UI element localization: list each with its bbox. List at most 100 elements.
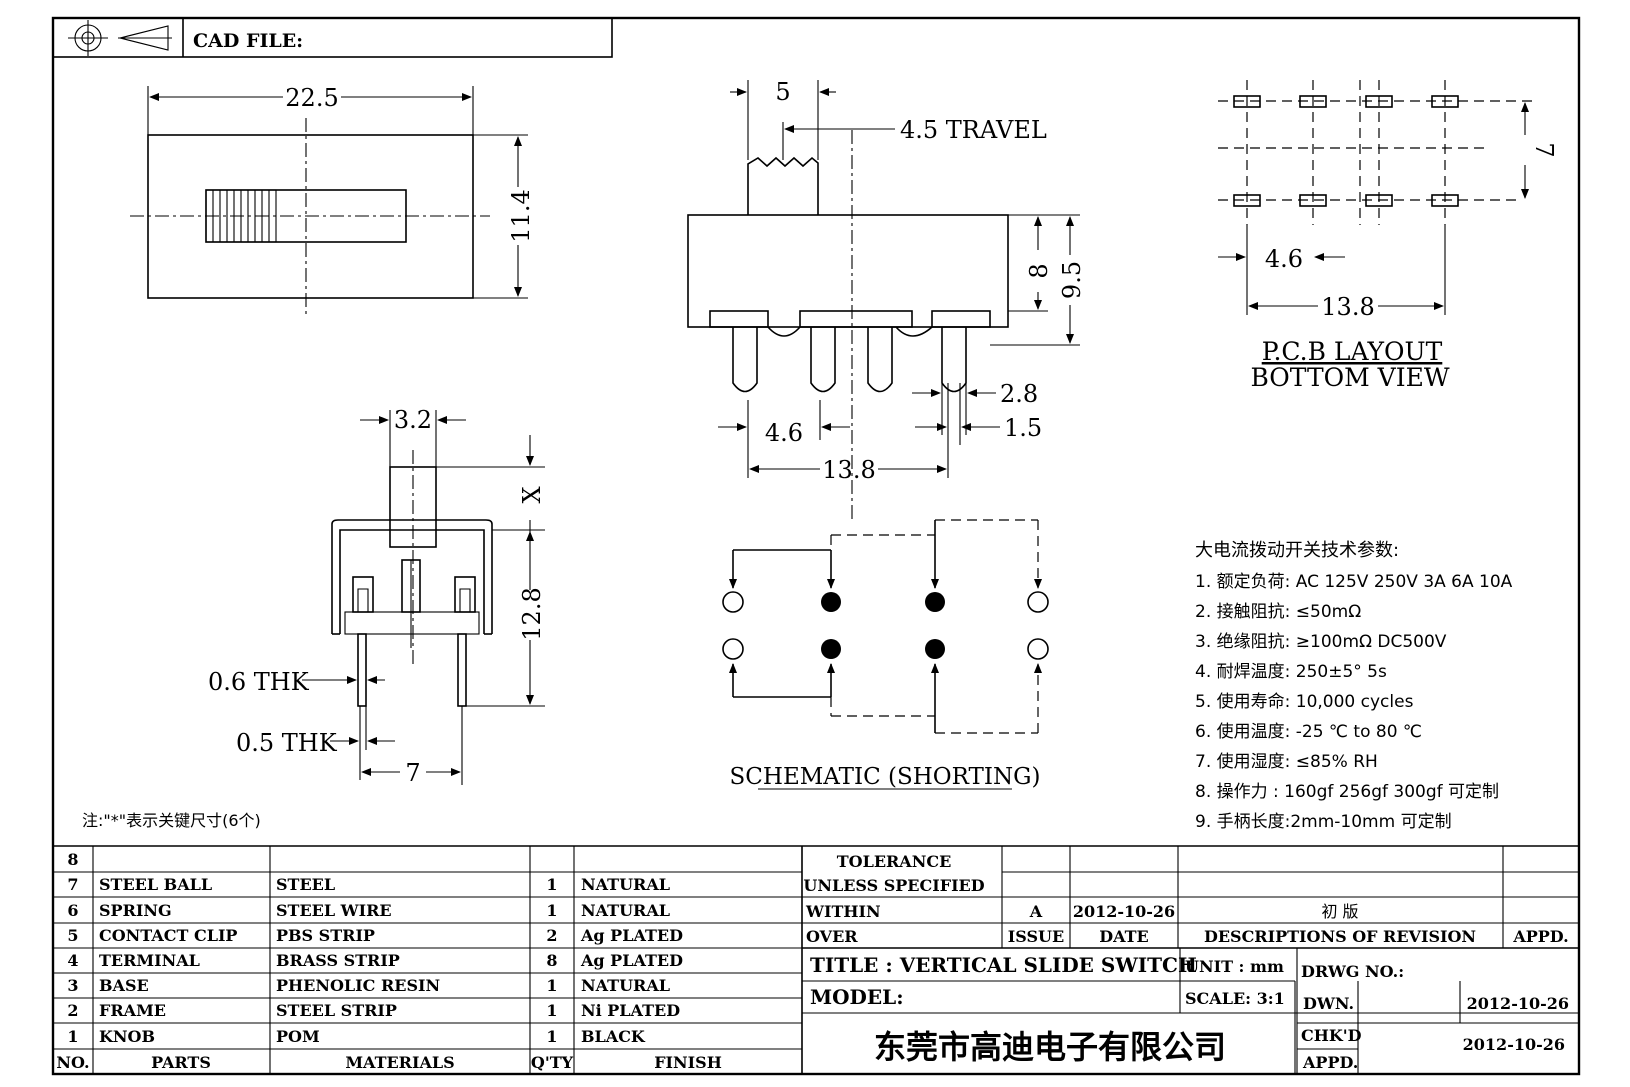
bom-row-no: 3 — [67, 976, 78, 995]
pcb-layout-title: P.C.B LAYOUT — [1262, 337, 1443, 366]
contact-terminal-open — [1027, 638, 1049, 660]
bom-row-finish: Ag PLATED — [580, 951, 683, 970]
specs-heading: 大电流拨动开关技术参数: — [1195, 540, 1399, 561]
spec-item: 1. 额定负荷: AC 125V 250V 3A 6A 10A — [1195, 572, 1513, 592]
over-label: OVER — [806, 927, 858, 946]
dim-4-6: 4.6 — [765, 419, 803, 447]
spec-item: 8. 操作力 : 160gf 256gf 300gf 可定制 — [1195, 782, 1499, 802]
unit-label: UNIT : mm — [1185, 957, 1284, 976]
bom-row-qty: 1 — [546, 1001, 557, 1020]
top-view: 22.5 11.4 — [130, 84, 535, 315]
bom-row-qty: 1 — [546, 976, 557, 995]
unless-specified: UNLESS SPECIFIED — [803, 876, 984, 895]
contact-terminal-closed — [925, 592, 945, 612]
pcb-dim-4-6: 4.6 — [1265, 245, 1303, 273]
bom-row-no: 8 — [67, 850, 78, 869]
bom-row-no: 4 — [67, 951, 78, 970]
header-box: CAD FILE: — [52, 17, 613, 58]
bom-row-finish: Ni PLATED — [581, 1001, 680, 1020]
model-label: MODEL: — [810, 985, 904, 1009]
side-dim-7: 7 — [405, 759, 420, 787]
bom-row-part: CONTACT CLIP — [99, 926, 237, 945]
bom-row-no: 6 — [67, 901, 78, 920]
appd-label: APPD. — [1512, 927, 1568, 946]
dim-x: X — [518, 486, 546, 503]
contact-terminal-open — [722, 638, 744, 660]
bom-row-part: KNOB — [99, 1027, 155, 1046]
contact-terminal-open — [1027, 591, 1049, 613]
rev-description: 初 版 — [1321, 902, 1358, 921]
spec-item: 6. 使用温度: -25 ℃ to 80 ℃ — [1195, 721, 1422, 742]
appd-label-2: APPD. — [1302, 1053, 1358, 1072]
bom-row-finish: NATURAL — [581, 976, 670, 995]
bom-row-material: STEEL — [276, 875, 335, 894]
dim-3-2: 3.2 — [394, 406, 432, 434]
pcb-dim-13-8: 13.8 — [1321, 293, 1374, 321]
pcb-layout: 7 4.6 13.8 P.C.B LAYOUT BOTTOM VIEW — [1218, 80, 1558, 392]
bom-header-parts: PARTS — [151, 1053, 211, 1072]
bom-row-part: SPRING — [99, 901, 172, 920]
spec-item: 4. 耐焊温度: 250±5° 5s — [1195, 662, 1387, 682]
bom-row-finish: BLACK — [581, 1027, 646, 1046]
bom-row-qty: 1 — [546, 901, 557, 920]
chkd-date: 2012-10-26 — [1463, 1035, 1565, 1054]
bom-row-material: PHENOLIC RESIN — [276, 976, 440, 995]
bom-row-no: 1 — [67, 1027, 78, 1046]
dim-22-5: 22.5 — [285, 84, 338, 112]
side-view: 3.2 X 12.8 0.6 THK 0.5 THK 7 — [208, 406, 546, 787]
spec-item: 5. 使用寿命: 10,000 cycles — [1195, 691, 1414, 712]
spec-item: 3. 绝缘阻抗: ≥100mΩ DC500V — [1195, 632, 1447, 652]
bom-row-no: 7 — [67, 875, 78, 894]
pcb-bottom-view: BOTTOM VIEW — [1250, 363, 1449, 392]
bom-table: 8 7 STEEL BALL STEEL 1 NATURAL 6 SPRING … — [53, 845, 1579, 1074]
bom-header-no: NO. — [56, 1053, 89, 1072]
bom-row-part: BASE — [99, 976, 149, 995]
bom-row-qty: 1 — [546, 875, 557, 894]
thk-0-6: 0.6 THK — [208, 668, 310, 696]
bom-row-material: STEEL WIRE — [276, 901, 392, 920]
pcb-dim-7: 7 — [1530, 142, 1558, 157]
front-view: 5 4.5 TRAVEL 8 9.5 2.8 1.5 4.6 13.8 — [687, 78, 1086, 520]
bom-row-part: FRAME — [99, 1001, 166, 1020]
contact-terminal-closed — [821, 639, 841, 659]
dim-13-8: 13.8 — [822, 456, 875, 484]
schematic-title: SCHEMATIC (SHORTING) — [730, 764, 1041, 790]
dim-8: 8 — [1025, 263, 1053, 278]
drawing-title: TITLE : VERTICAL SLIDE SWITCH — [810, 953, 1197, 977]
drwg-no-label: DRWG NO.: — [1301, 962, 1404, 981]
dim-5: 5 — [775, 78, 790, 106]
contact-terminal-open — [722, 591, 744, 613]
schematic: SCHEMATIC (SHORTING) — [722, 519, 1049, 790]
contact-terminal-closed — [925, 639, 945, 659]
tolerance-label: TOLERANCE — [837, 852, 952, 871]
bom-row-no: 5 — [67, 926, 78, 945]
bom-row-material: BRASS STRIP — [276, 951, 400, 970]
dwn-date: 2012-10-26 — [1467, 994, 1569, 1013]
bom-row-no: 2 — [67, 1001, 78, 1020]
key-dimension-note: 注:"*"表示关键尺寸(6个) — [82, 811, 261, 830]
bom-row-qty: 1 — [546, 1027, 557, 1046]
dim-9-5: 9.5 — [1058, 261, 1086, 299]
contact-terminal-closed — [821, 592, 841, 612]
scale-label: SCALE: 3:1 — [1185, 989, 1285, 1008]
specs-block: 大电流拨动开关技术参数: 1. 额定负荷: AC 125V 250V 3A 6A… — [1195, 540, 1513, 832]
spec-item: 7. 使用湿度: ≤85% RH — [1195, 751, 1378, 772]
issue-label: ISSUE — [1008, 927, 1064, 946]
date-label: DATE — [1099, 927, 1149, 946]
thk-0-5: 0.5 THK — [236, 729, 338, 757]
dim-2-8: 2.8 — [1000, 380, 1038, 408]
spec-item: 2. 接触阻抗: ≤50mΩ — [1195, 602, 1361, 622]
cad-file-label: CAD FILE: — [193, 30, 303, 52]
bom-row-material: STEEL STRIP — [276, 1001, 397, 1020]
title-block: TOLERANCE UNLESS SPECIFIED WITHIN OVER A… — [802, 846, 1579, 1074]
bom-row-finish: Ag PLATED — [580, 926, 683, 945]
within-label: WITHIN — [805, 902, 881, 921]
bom-row-qty: 8 — [546, 951, 557, 970]
spec-item: 9. 手柄长度:2mm-10mm 可定制 — [1195, 812, 1452, 832]
projection-symbol-icon — [68, 20, 172, 56]
rev-date: 2012-10-26 — [1073, 902, 1175, 921]
travel-dim: 4.5 TRAVEL — [900, 116, 1047, 144]
bom-header-materials: MATERIALS — [345, 1053, 454, 1072]
bom-row-part: STEEL BALL — [99, 875, 212, 894]
bom-row-finish: NATURAL — [581, 901, 670, 920]
